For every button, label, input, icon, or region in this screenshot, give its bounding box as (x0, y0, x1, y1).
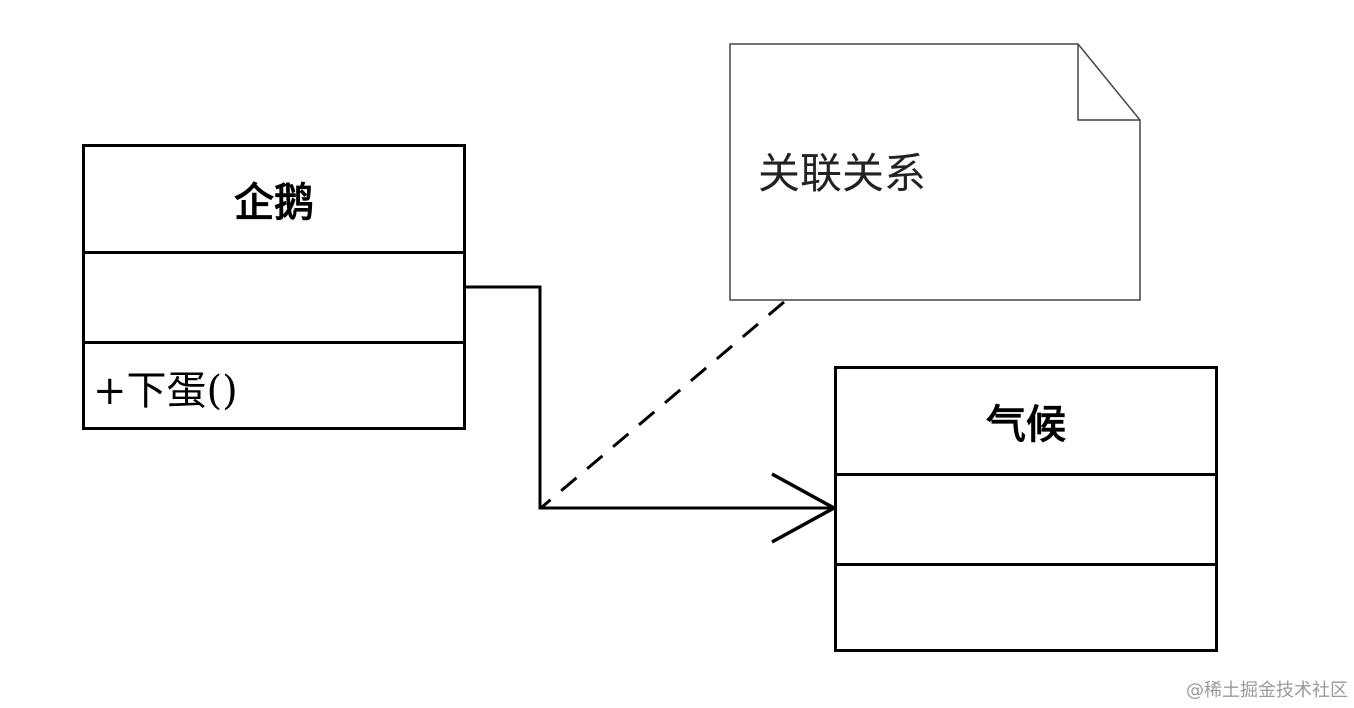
class-penguin-attributes (85, 251, 463, 341)
note-shape (729, 43, 1141, 301)
watermark: @稀土掘金技术社区 (1186, 680, 1348, 701)
class-penguin-operation: +下蛋() (93, 368, 238, 414)
class-climate-attributes (837, 473, 1215, 563)
note-anchor-line (541, 300, 785, 509)
association-line (466, 285, 834, 510)
note-fold (1077, 44, 1140, 121)
class-penguin-name-compartment: 企鹅 (85, 147, 463, 251)
class-climate-name: 气候 (986, 402, 1066, 448)
class-climate-name-compartment: 气候 (837, 369, 1215, 473)
class-penguin-operations: +下蛋() (85, 341, 463, 427)
class-climate-operations (837, 563, 1215, 649)
class-climate[interactable]: 气候 (834, 366, 1218, 652)
note-text: 关联关系 (758, 149, 927, 198)
class-penguin-name: 企鹅 (234, 180, 314, 226)
class-penguin[interactable]: 企鹅 +下蛋() (82, 144, 466, 430)
